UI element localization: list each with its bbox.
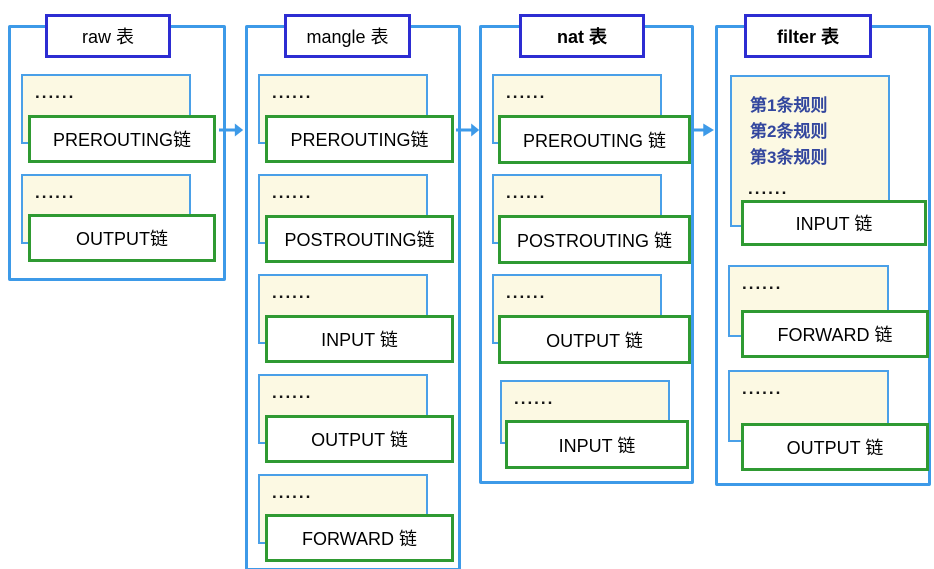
flow-arrow-raw-to-mangle <box>219 123 244 137</box>
filter-table-title: filter 表 <box>744 14 872 58</box>
ellipsis-label: ...... <box>506 183 547 202</box>
nat-postrouting-chain-box: POSTROUTING 链 <box>498 215 691 264</box>
ellipsis-label: ...... <box>272 383 313 402</box>
nat-table-container: nat 表 ...... PREROUTING 链 ...... POSTROU… <box>479 14 694 484</box>
rule-line: 第1条规则 <box>750 96 828 115</box>
raw-prerouting-chain-box: PREROUTING链 <box>28 115 216 163</box>
ellipsis-label: ...... <box>272 83 313 102</box>
mangle-prerouting-chain-box: PREROUTING链 <box>265 115 454 163</box>
nat-table-title: nat 表 <box>519 14 645 58</box>
raw-table-container: raw 表 ...... PREROUTING链 ...... OUTPUT链 <box>8 14 226 281</box>
rule-line: 第2条规则 <box>750 122 828 141</box>
ellipsis-label: ...... <box>514 389 555 408</box>
nat-input-chain-box: INPUT 链 <box>505 420 689 469</box>
mangle-table-container: mangle 表 ...... PREROUTING链 ...... POSTR… <box>245 14 461 569</box>
filter-table-container: filter 表 第1条规则 第2条规则 第3条规则 ...... INPUT … <box>715 14 931 486</box>
ellipsis-label: ...... <box>742 379 783 398</box>
mangle-table-title: mangle 表 <box>284 14 411 58</box>
nat-prerouting-chain-box: PREROUTING 链 <box>498 115 691 164</box>
ellipsis-label: ...... <box>506 283 547 302</box>
ellipsis-label: ...... <box>35 183 76 202</box>
raw-table-title: raw 表 <box>45 14 171 58</box>
filter-input-chain-box: INPUT 链 <box>741 200 927 246</box>
ellipsis-label: ...... <box>272 283 313 302</box>
filter-output-chain-box: OUTPUT 链 <box>741 423 929 471</box>
raw-output-chain-box: OUTPUT链 <box>28 214 216 262</box>
nat-output-chain-box: OUTPUT 链 <box>498 315 691 364</box>
rule-line: 第3条规则 <box>750 148 828 167</box>
ellipsis-label: ...... <box>748 179 789 198</box>
mangle-output-chain-box: OUTPUT 链 <box>265 415 454 463</box>
ellipsis-label: ...... <box>35 83 76 102</box>
filter-rules-list: 第1条规则 第2条规则 第3条规则 <box>750 93 827 171</box>
mangle-forward-chain-box: FORWARD 链 <box>265 514 454 562</box>
ellipsis-label: ...... <box>272 183 313 202</box>
filter-forward-chain-box: FORWARD 链 <box>741 310 929 358</box>
ellipsis-label: ...... <box>742 274 783 293</box>
ellipsis-label: ...... <box>272 483 313 502</box>
mangle-postrouting-chain-box: POSTROUTING链 <box>265 215 454 263</box>
ellipsis-label: ...... <box>506 83 547 102</box>
flow-arrow-mangle-to-nat <box>456 123 480 137</box>
mangle-input-chain-box: INPUT 链 <box>265 315 454 363</box>
